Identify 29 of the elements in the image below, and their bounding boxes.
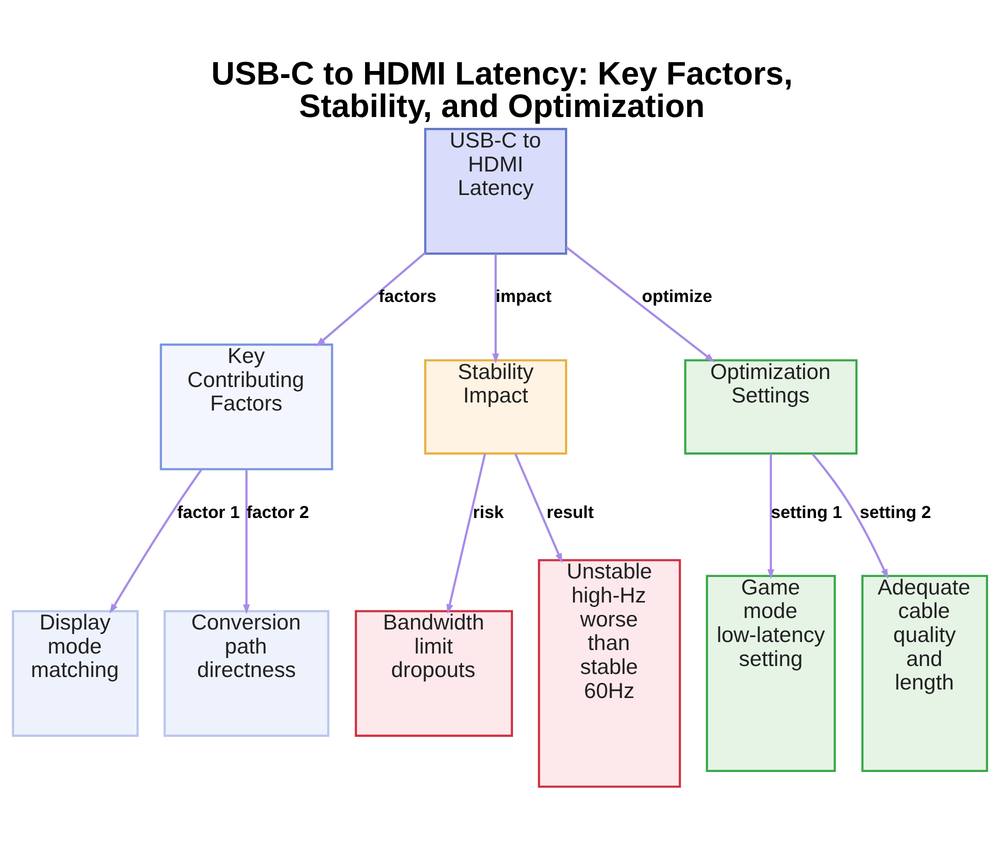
node-box: Unstable high-Hz worse than stable 60Hz bbox=[538, 558, 681, 788]
node-box: Stability Impact bbox=[424, 358, 568, 454]
node-box: Game mode low-latency setting bbox=[706, 574, 836, 772]
edge-label: factors bbox=[378, 286, 436, 306]
edge-label: optimize bbox=[642, 286, 712, 306]
arrow bbox=[492, 253, 500, 363]
node-box: Display mode matching bbox=[12, 610, 139, 736]
arrow bbox=[812, 452, 888, 578]
node-box: Conversion path directness bbox=[164, 610, 330, 736]
arrow bbox=[566, 246, 715, 362]
diagram-title: USB-C to HDMI Latency: Key Factors, Stability, and Optimization bbox=[211, 55, 793, 124]
arrow bbox=[446, 453, 486, 614]
arrow bbox=[316, 252, 426, 346]
edge-label: setting 2 bbox=[860, 501, 931, 522]
edge-label: result bbox=[546, 501, 594, 522]
edge-label: setting 1 bbox=[770, 501, 842, 522]
node-box: Optimization Settings bbox=[684, 358, 858, 454]
edge-label: factor 2 bbox=[246, 501, 310, 522]
arrow bbox=[110, 468, 202, 614]
node-box: Adequate cable quality and length bbox=[861, 574, 988, 772]
edge-label: risk bbox=[472, 501, 504, 522]
node-box: Key Contributing Factors bbox=[160, 343, 334, 470]
arrow bbox=[243, 468, 250, 614]
node-box: Bandwidth limit dropouts bbox=[354, 610, 513, 736]
edge-label: factor 1 bbox=[177, 501, 240, 522]
node-box: USB-C to HDMI Latency bbox=[424, 127, 568, 254]
edge-label: impact bbox=[496, 286, 552, 306]
arrow bbox=[514, 452, 562, 563]
arrow bbox=[767, 453, 774, 579]
